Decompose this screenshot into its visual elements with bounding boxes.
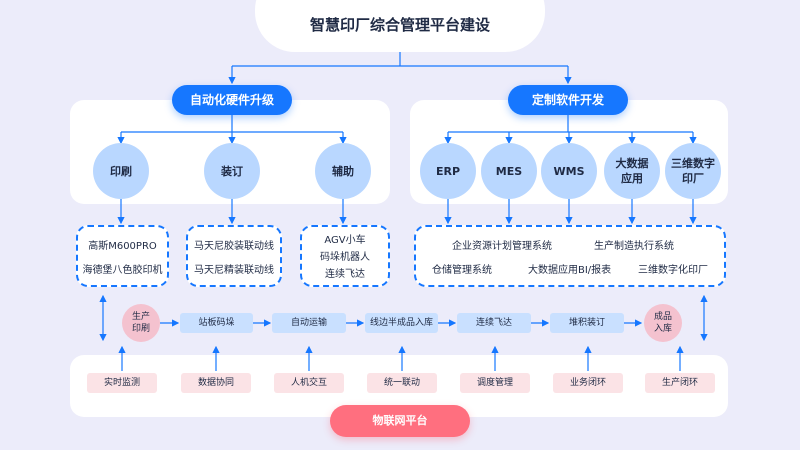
title-box [255,0,545,52]
hardware-header: 自动化硬件升级 [172,85,292,115]
equipment-label: 码垛机器人 [320,252,370,263]
iot-platform-label: 物联网平台 [330,405,470,437]
process-start: 生产 印刷 [122,304,160,342]
platform-item: 业务闭环 [553,373,623,393]
platform-item: 数据协同 [181,373,251,393]
system-label: 三维数字化印厂 [638,265,708,276]
hardware-node-binding: 装订 [204,143,260,199]
page-title: 智慧印厂综合管理平台建设 [309,16,490,34]
equipment-label: 马天尼精装联动线 [194,265,274,276]
platform-item: 调度管理 [460,373,530,393]
equipment-label: 海德堡八色胶印机 [82,265,163,276]
software-header: 定制软件开发 [508,85,628,115]
system-label: 仓储管理系统 [432,265,492,276]
process-step: 线边半成品入库 [365,313,438,333]
software-node-wms: WMS [541,143,597,199]
process-step: 连续飞达 [457,313,531,333]
software-node-erp: ERP [420,143,476,199]
hardware-box-printing: 高斯M600PRO 海德堡八色胶印机 [76,225,169,287]
process-step: 堆积装订 [550,313,624,333]
hardware-box-auxiliary: AGV小车 码垛机器人 连续飞达 [300,225,390,287]
platform-item: 人机交互 [274,373,344,393]
process-step: 站板码垛 [180,313,253,333]
hardware-box-binding: 马天尼胶装联动线 马天尼精装联动线 [186,225,282,287]
hardware-node-auxiliary: 辅助 [315,143,371,199]
software-node-mes: MES [481,143,537,199]
hardware-node-printing: 印刷 [93,143,149,199]
platform-item: 生产闭环 [645,373,715,393]
equipment-label: 高斯M600PRO [88,241,157,252]
software-node-bigdata: 大数据 应用 [604,143,660,199]
equipment-label: 连续飞达 [325,269,365,280]
process-end: 成品 入库 [644,304,682,342]
system-label: 企业资源计划管理系统 [452,241,552,252]
process-step: 自动运输 [272,313,346,333]
software-systems-box: 企业资源计划管理系统 生产制造执行系统 仓储管理系统 大数据应用BI/报表 三维… [414,225,726,287]
software-node-3d-factory: 三维数字 印厂 [665,143,721,199]
platform-item: 实时监测 [87,373,157,393]
platform-item: 统一联动 [367,373,437,393]
system-label: 大数据应用BI/报表 [528,265,612,276]
system-label: 生产制造执行系统 [594,241,674,252]
equipment-label: 马天尼胶装联动线 [194,241,274,252]
equipment-label: AGV小车 [324,235,366,246]
